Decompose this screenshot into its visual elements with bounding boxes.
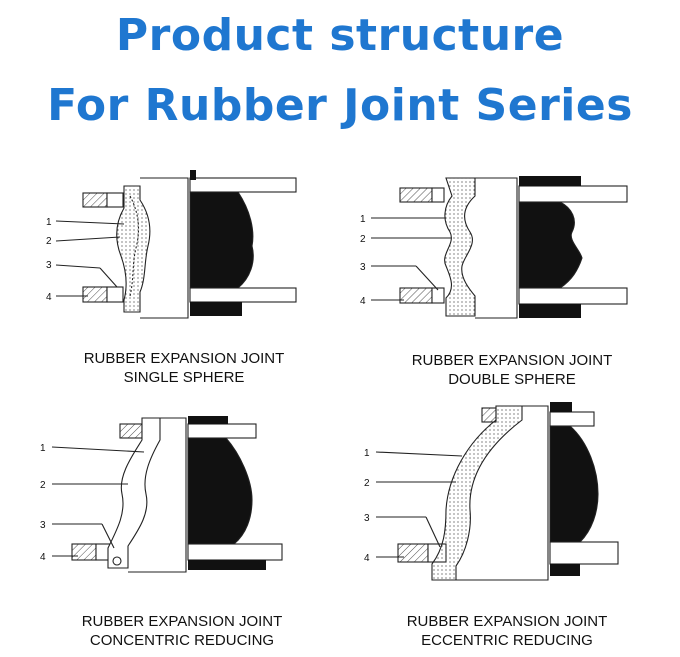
caption-line-2: CONCENTRIC REDUCING (89, 632, 275, 649)
callout-4: 4 (40, 552, 46, 563)
caption-line-2: DOUBLE SPHERE (448, 371, 576, 388)
caption-eccentric-reducing: RUBBER EXPANSION JOINT ECCENTRIC REDUCIN… (357, 612, 657, 650)
callout-2: 2 (40, 480, 46, 491)
flange-top-plain (106, 192, 124, 208)
caption-concentric-reducing: RUBBER EXPANSION JOINT CONCENTRIC REDUCI… (32, 612, 332, 650)
reinforcement-layer (129, 195, 140, 297)
callout-1: 1 (364, 448, 370, 459)
callout-1: 1 (360, 214, 366, 225)
bottom-flange-right (189, 287, 297, 303)
callout-3: 3 (40, 520, 46, 531)
caption-line-1: RUBBER EXPANSION JOINT (406, 613, 608, 630)
rubber-body (116, 185, 151, 313)
caption-line-1: RUBBER EXPANSION JOINT (411, 352, 613, 369)
page-title-line-1: Product structure (115, 10, 565, 61)
callout-3: 3 (360, 262, 366, 273)
caption-line-2: ECCENTRIC REDUCING (421, 632, 593, 649)
caption-line-1: RUBBER EXPANSION JOINT (83, 350, 285, 367)
caption-double-sphere: RUBBER EXPANSION JOINT DOUBLE SPHERE (362, 351, 662, 389)
caption-line-2: SINGLE SPHERE (123, 369, 245, 386)
page-title-line-2: For Rubber Joint Series (47, 80, 633, 131)
callout-4: 4 (46, 292, 52, 303)
callout-1: 1 (46, 217, 52, 228)
callout-4: 4 (364, 553, 370, 564)
double-rubber-body (444, 177, 476, 317)
flange-bottom-left (82, 286, 108, 303)
rubber-section-fill (189, 191, 254, 289)
single-sphere-diagram (55, 170, 297, 319)
callout-1: 1 (40, 443, 46, 454)
flange-bottom-plain (106, 286, 124, 303)
callout-2: 2 (364, 478, 370, 489)
caption-line-1: RUBBER EXPANSION JOINT (81, 613, 283, 630)
callout-3: 3 (46, 260, 52, 271)
top-flange-right (189, 177, 297, 193)
callout-2: 2 (46, 236, 52, 247)
callout-4: 4 (360, 296, 366, 307)
callout-2: 2 (360, 234, 366, 245)
concentric-reducing-diagram (51, 416, 283, 573)
eccentric-reducing-diagram (375, 402, 619, 581)
callout-3: 3 (364, 513, 370, 524)
double-sphere-diagram (371, 176, 628, 319)
pipe-outline (140, 177, 189, 319)
flange-top-left (82, 192, 108, 208)
caption-single-sphere: RUBBER EXPANSION JOINT SINGLE SPHERE (34, 349, 334, 387)
